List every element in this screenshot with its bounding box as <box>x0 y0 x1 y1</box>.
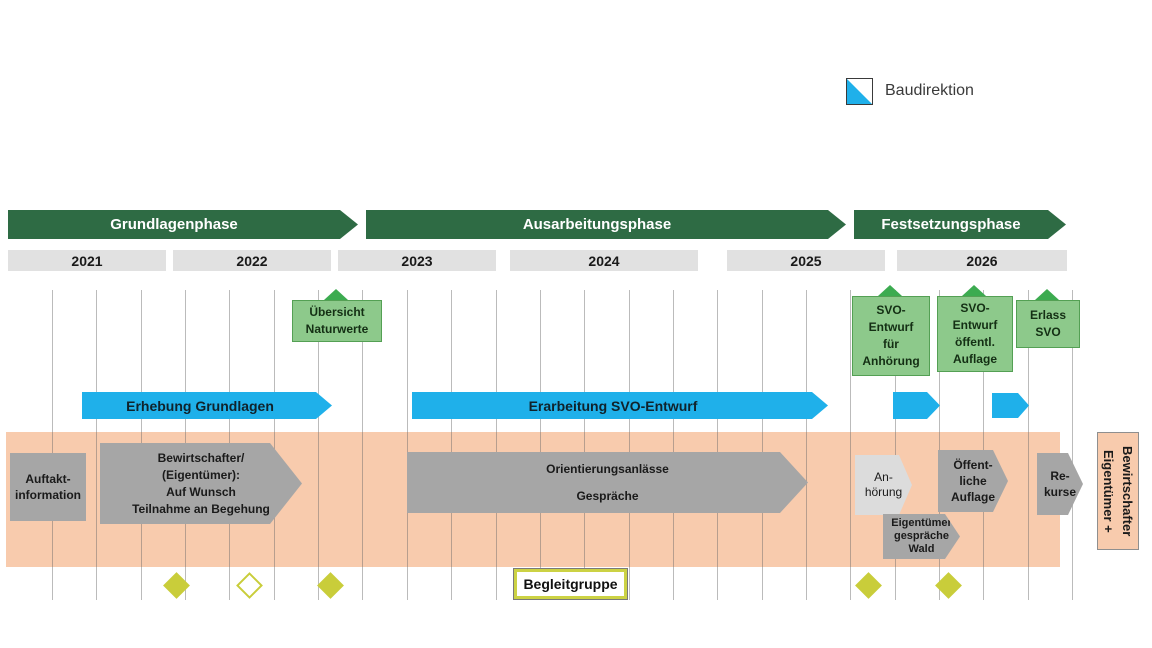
year-2022: 2022 <box>173 250 331 271</box>
milestone-triangle-icon <box>324 289 348 300</box>
year-2025: 2025 <box>727 250 885 271</box>
phase-grundlagenphase: Grundlagenphase <box>8 210 358 239</box>
legend: Baudirektion <box>846 76 974 106</box>
milestone-triangle-icon <box>878 285 902 296</box>
item-anhoerung: An- hörung <box>855 455 912 515</box>
year-2023: 2023 <box>338 250 496 271</box>
activity-erarbeitung-svo-entwurf: Erarbeitung SVO-Entwurf <box>412 392 828 419</box>
activity-short-arrow <box>893 392 940 419</box>
item-oeffentliche-auflage: Öffent- liche Auflage <box>938 450 1008 512</box>
item-rekurse: Re- kurse <box>1037 453 1083 515</box>
item-bewirtschafter-begehung: Bewirtschafter/ (Eigentümer): Auf Wunsch… <box>100 443 302 524</box>
begleitgruppe-box: Begleitgruppe <box>513 568 628 600</box>
year-2024: 2024 <box>510 250 698 271</box>
phase-label: Ausarbeitungsphase <box>522 216 672 233</box>
item-auftaktinformation: Auftakt- information <box>10 453 86 521</box>
milestone-svo-entwurf-anhoerung: SVO- Entwurf für Anhörung <box>852 296 930 376</box>
milestone-triangle-icon <box>962 285 986 296</box>
side-label-eigentuemer-bewirtschafter: Eigentümer + Bewirtschafter <box>1097 432 1139 550</box>
item-orientierungsanlaesse-gespraeche: Orientierungsanlässe Gespräche <box>407 452 808 513</box>
activity-label: Erhebung Grundlagen <box>126 397 274 414</box>
milestone-triangle-icon <box>1035 289 1059 300</box>
activity-label: Erarbeitung SVO-Entwurf <box>528 397 698 414</box>
phase-label: Festsetzungsphase <box>881 216 1021 233</box>
milestone-svo-entwurf-auflage: SVO- Entwurf öffentl. Auflage <box>937 296 1013 372</box>
diamond-marker-icon <box>317 572 344 599</box>
activity-short-arrow <box>992 393 1029 418</box>
phase-ausarbeitungsphase: Ausarbeitungsphase <box>366 210 846 239</box>
diamond-marker-open-icon <box>236 572 263 599</box>
item-eigentuemergespraeche-wald: Eigentümer gespräche Wald <box>883 514 960 559</box>
year-2021: 2021 <box>8 250 166 271</box>
phase-label: Grundlagenphase <box>110 216 238 233</box>
year-2026: 2026 <box>897 250 1067 271</box>
legend-label: Baudirektion <box>885 82 974 99</box>
baudirektion-flag-icon <box>846 77 873 105</box>
diamond-marker-icon <box>855 572 882 599</box>
phase-festsetzungsphase: Festsetzungsphase <box>854 210 1066 239</box>
activity-erhebung-grundlagen: Erhebung Grundlagen <box>82 392 332 419</box>
milestone-erlass-svo: Erlass SVO <box>1016 300 1080 348</box>
milestone-uebersicht-naturwerte: Übersicht Naturwerte <box>292 300 382 342</box>
